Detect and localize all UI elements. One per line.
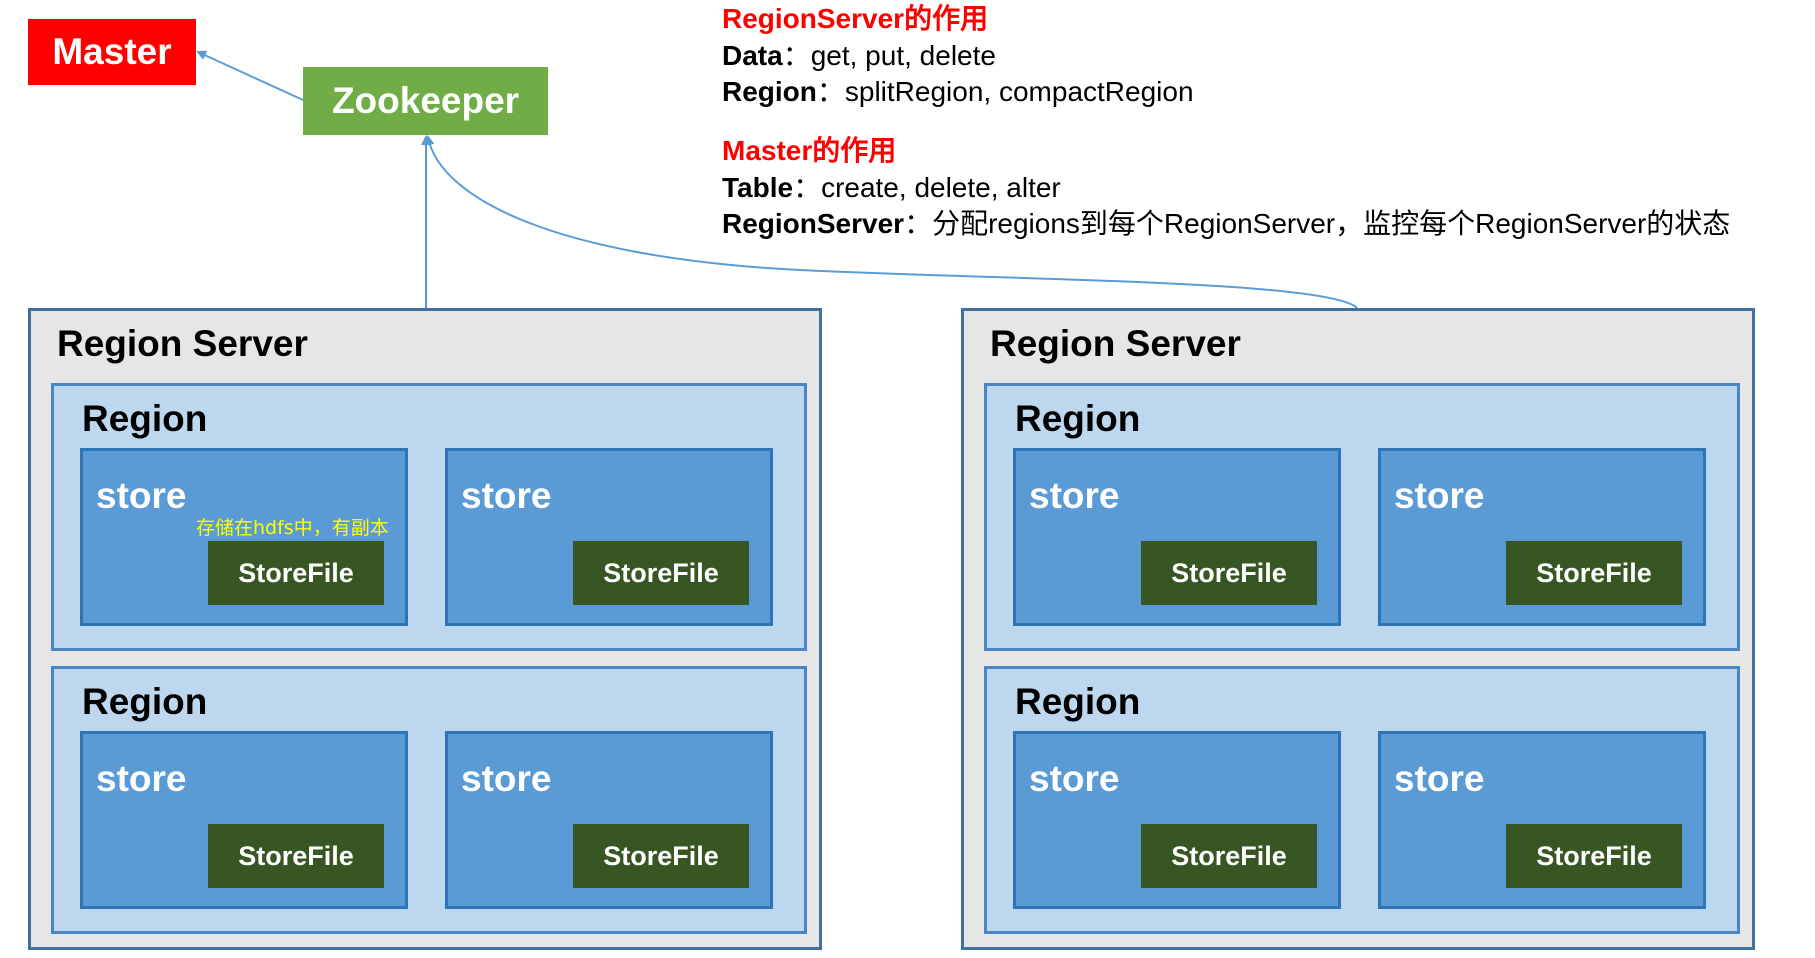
store-title: store — [461, 475, 552, 516]
note-value: ：分配regions到每个RegionServer，监控每个RegionServ… — [904, 208, 1731, 239]
roles-notes: RegionServer的作用 Data：get, put, delete Re… — [722, 0, 1812, 242]
region-server-1: Region Server Region store 存储在hdfs中，有副本 … — [28, 308, 822, 950]
region-title: Region — [82, 681, 208, 722]
storefile-label: StoreFile — [603, 840, 719, 871]
region-title: Region — [1015, 398, 1141, 439]
region-title: Region — [1015, 681, 1141, 722]
region-2-1: Region store StoreFile store StoreFile — [984, 383, 1740, 651]
storefile: StoreFile — [1141, 824, 1317, 888]
store: store StoreFile — [1378, 731, 1706, 909]
master-role-regionserver: RegionServer：分配regions到每个RegionServer，监控… — [722, 206, 1812, 242]
region-server-title: Region Server — [57, 323, 308, 364]
storefile-label: StoreFile — [1536, 840, 1652, 871]
note-value: ：splitRegion, compactRegion — [816, 76, 1194, 107]
store: store StoreFile — [80, 731, 408, 909]
store: store StoreFile — [1378, 448, 1706, 626]
region-server-title: Region Server — [990, 323, 1241, 364]
note-key: RegionServer — [722, 208, 905, 239]
note-key: Table — [722, 172, 794, 203]
zookeeper-label: Zookeeper — [331, 80, 520, 121]
storefile-label: StoreFile — [1171, 840, 1287, 871]
store: store 存储在hdfs中，有副本 StoreFile — [80, 448, 408, 626]
storefile-label: StoreFile — [1171, 557, 1287, 588]
master-label: Master — [52, 31, 172, 72]
store-title: store — [1394, 758, 1485, 799]
storefile-label: StoreFile — [238, 557, 354, 588]
store-title: store — [461, 758, 552, 799]
note-key: Data — [722, 40, 783, 71]
storefile: StoreFile — [208, 541, 384, 605]
storefile: StoreFile — [1506, 824, 1682, 888]
storefile-label: StoreFile — [603, 557, 719, 588]
hdfs-replica-note: 存储在hdfs中，有副本 — [196, 517, 389, 539]
regionserver2-to-zookeeper-arrow — [424, 135, 1358, 309]
regionserver-role-region: Region：splitRegion, compactRegion — [722, 74, 1812, 110]
master-node: Master — [28, 19, 196, 85]
store-title: store — [1029, 758, 1120, 799]
storefile: StoreFile — [1141, 541, 1317, 605]
store-title: store — [1394, 475, 1485, 516]
master-role-table: Table：create, delete, alter — [722, 170, 1812, 206]
store-title: store — [96, 758, 187, 799]
note-value: ：get, put, delete — [782, 40, 996, 71]
store-title: store — [1029, 475, 1120, 516]
zookeeper-to-master-arrow — [196, 50, 304, 101]
store: store StoreFile — [1013, 448, 1341, 626]
region-server-2: Region Server Region store StoreFile sto… — [961, 308, 1755, 950]
storefile: StoreFile — [208, 824, 384, 888]
store: store StoreFile — [445, 448, 773, 626]
note-value: ：create, delete, alter — [793, 172, 1061, 203]
zookeeper-node: Zookeeper — [303, 67, 548, 135]
storefile: StoreFile — [573, 824, 749, 888]
region-1-2: Region store StoreFile store StoreFile — [51, 666, 807, 934]
master-role-heading: Master的作用 — [722, 135, 897, 166]
regionserver-role-data: Data：get, put, delete — [722, 38, 1812, 74]
storefile: StoreFile — [1506, 541, 1682, 605]
storefile-label: StoreFile — [1536, 557, 1652, 588]
region-2-2: Region store StoreFile store StoreFile — [984, 666, 1740, 934]
regionserver-role-heading: RegionServer的作用 — [722, 3, 989, 34]
region-1-1: Region store 存储在hdfs中，有副本 StoreFile stor… — [51, 383, 807, 651]
store: store StoreFile — [1013, 731, 1341, 909]
storefile-label: StoreFile — [238, 840, 354, 871]
note-key: Region — [722, 76, 817, 107]
region-title: Region — [82, 398, 208, 439]
store-title: store — [96, 475, 187, 516]
storefile: StoreFile — [573, 541, 749, 605]
store: store StoreFile — [445, 731, 773, 909]
